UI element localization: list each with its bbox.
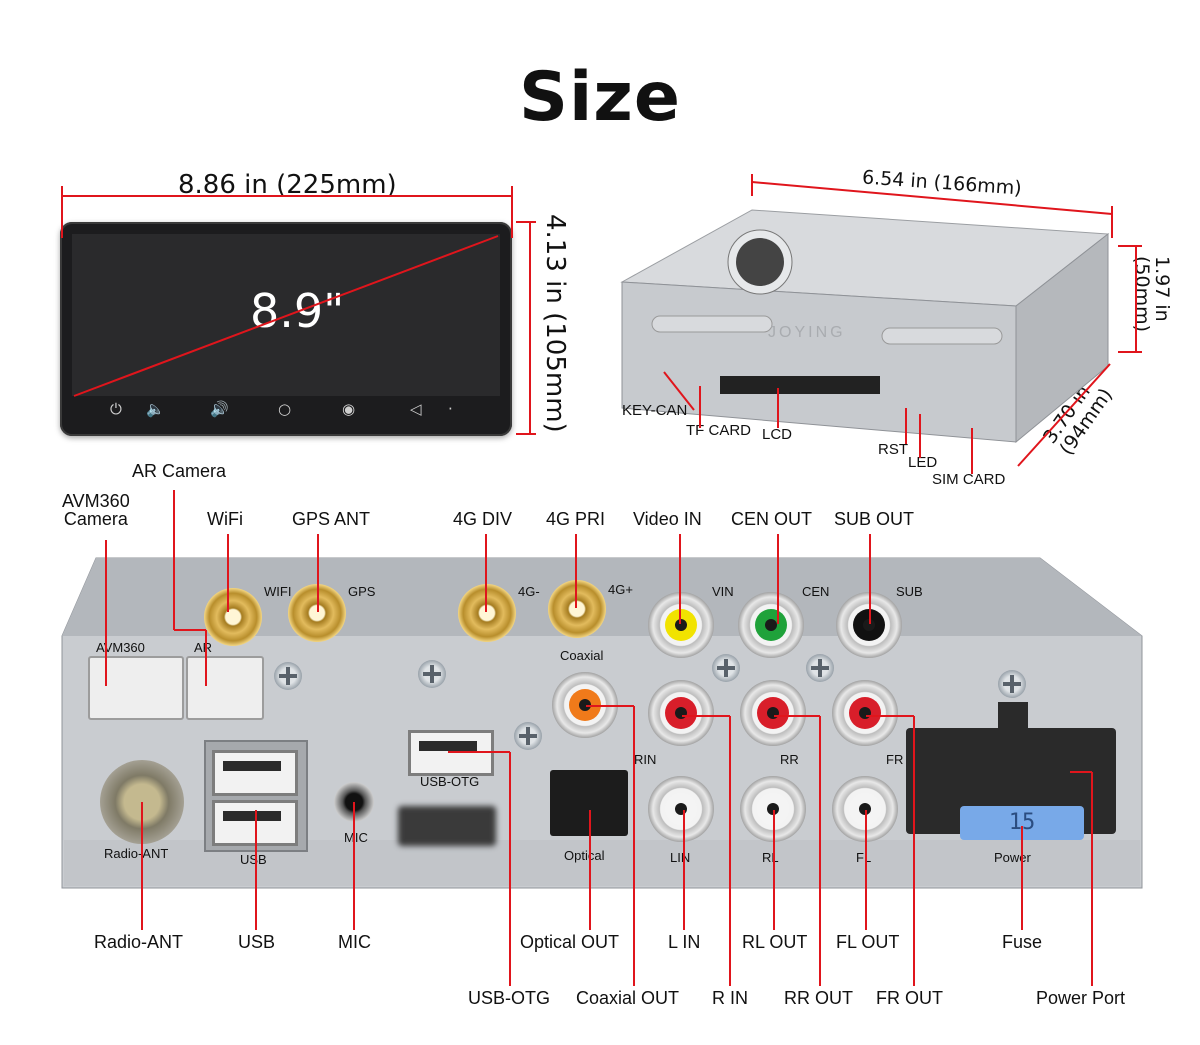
hdmi-port-blurred	[398, 806, 496, 846]
cen-out-jack[interactable]	[738, 592, 804, 658]
usb-port-upper[interactable]	[212, 750, 298, 796]
volume-down-icon: 🔈	[146, 400, 165, 418]
lin-print: LIN	[670, 850, 691, 865]
fuse-label: Fuse	[1002, 932, 1043, 952]
rin-print: RIN	[634, 752, 657, 767]
wifi-antenna-port[interactable]	[204, 588, 262, 646]
chassis-illustration	[620, 209, 1110, 444]
rl-out-label: RL OUT	[742, 932, 808, 952]
fl-print: FL	[856, 850, 872, 865]
sim-card-label: SIM CARD	[932, 471, 1006, 488]
l-in-label: L IN	[668, 932, 701, 952]
video-in-label: Video IN	[633, 509, 702, 529]
ar-print: AR	[194, 640, 213, 655]
rr-out-label: RR OUT	[784, 988, 853, 1008]
brand-text: JOYING	[768, 324, 846, 341]
power-port-latch	[998, 702, 1028, 730]
sub-print: SUB	[896, 584, 923, 599]
led-label: LED	[908, 454, 938, 471]
gps-print: GPS	[348, 584, 376, 599]
avm360-camera-connector[interactable]	[88, 656, 184, 720]
usb-otg-print: USB-OTG	[420, 774, 480, 789]
cen-out-label: CEN OUT	[731, 509, 812, 529]
mounting-screw	[712, 654, 740, 682]
coaxial-out-label: Coaxial OUT	[576, 988, 680, 1008]
power-icon: ⏻	[110, 400, 122, 418]
wifi-label: WiFi	[207, 509, 243, 529]
fr-out-label: FR OUT	[876, 988, 943, 1008]
mounting-screw	[806, 654, 834, 682]
screen-softkeys: ⏻ 🔈 🔊 ○ ◉ ◁ ·	[60, 400, 512, 430]
rst-label: RST	[878, 441, 908, 458]
mounting-screw	[514, 722, 542, 750]
mounting-screw	[998, 670, 1026, 698]
usb-print: USB	[240, 852, 267, 867]
usb-label: USB	[238, 932, 276, 952]
mic-label: MIC	[338, 932, 371, 952]
home-icon: ○	[278, 400, 292, 418]
page-title: Size	[519, 58, 681, 137]
fr-out-jack[interactable]	[832, 680, 898, 746]
cen-print: CEN	[802, 584, 830, 599]
usb-otg-label: USB-OTG	[468, 988, 551, 1008]
fr-print: FR	[886, 752, 904, 767]
power-port-label: Power Port	[1036, 988, 1126, 1008]
fl-out-label: FL OUT	[836, 932, 900, 952]
coaxial-print: Coaxial	[560, 648, 604, 663]
radio-ant-label: Radio-ANT	[94, 932, 184, 952]
volume-up-icon: 🔊	[210, 400, 229, 418]
tf-card-label: TF CARD	[686, 422, 751, 439]
optical-out-label: Optical OUT	[520, 932, 620, 952]
4g-div-label: 4G DIV	[453, 509, 513, 529]
sub-out-label: SUB OUT	[834, 509, 915, 529]
r-in-label: R IN	[712, 988, 748, 1008]
mic-print: MIC	[344, 830, 368, 845]
r-in-jack[interactable]	[648, 680, 714, 746]
key-can-label: KEY-CAN	[622, 402, 688, 419]
back-icon: ◁	[410, 400, 422, 418]
rr-out-jack[interactable]	[740, 680, 806, 746]
4g-minus-print: 4G-	[518, 584, 540, 599]
lcd-label: LCD	[762, 426, 793, 443]
gps-ant-label: GPS ANT	[292, 509, 371, 529]
mute-icon: ·	[448, 400, 453, 418]
4g-pri-label: 4G PRI	[546, 509, 606, 529]
4g-plus-print: 4G+	[608, 582, 633, 597]
ar-camera-connector[interactable]	[186, 656, 264, 720]
rr-print: RR	[780, 752, 799, 767]
mounting-screw	[418, 660, 446, 688]
ar-camera-label: AR Camera	[132, 461, 227, 481]
l-in-jack[interactable]	[648, 776, 714, 842]
optical-print: Optical	[564, 848, 605, 863]
radio-ant-print: Radio-ANT	[104, 846, 169, 861]
usb-ports[interactable]	[204, 740, 308, 852]
avm360-camera-label: AVM360 Camera	[62, 491, 130, 529]
vin-print: VIN	[712, 584, 734, 599]
wifi-print: WIFI	[264, 584, 292, 599]
mounting-screw	[274, 662, 302, 690]
navigation-icon: ◉	[342, 400, 356, 418]
avm360-print: AVM360	[96, 640, 145, 655]
